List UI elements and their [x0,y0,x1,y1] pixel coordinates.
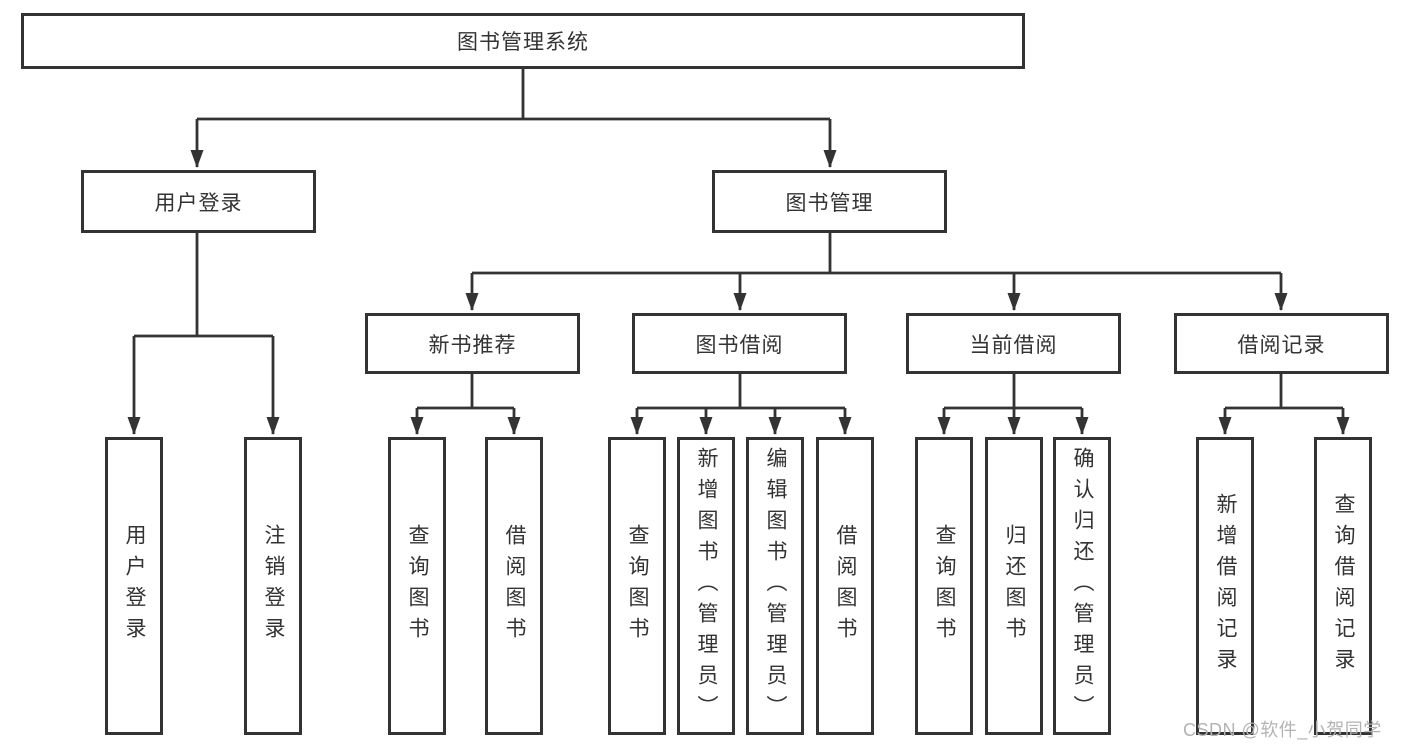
leaf-user-login: 用户登录 [105,437,163,735]
node-new-book-recommend: 新书推荐 [365,313,580,374]
csdn-watermark: CSDN @软件_小贺同学 [1183,720,1382,740]
leaf-logout-login: 注销登录 [244,437,302,735]
leaf-borrow-books-recommend-label: 借阅图书 [503,524,526,648]
leaf-query-books-borrow-label: 查询图书 [626,524,649,648]
leaf-query-books-current: 查询图书 [915,437,973,735]
node-borrow-records-label: 借阅记录 [1237,333,1326,357]
leaf-borrow-books-label: 借阅图书 [834,524,857,648]
node-new-book-recommend-label: 新书推荐 [428,333,517,357]
node-current-borrow-label: 当前借阅 [969,333,1058,357]
node-book-management: 图书管理 [712,170,947,233]
leaf-query-borrow-record: 查询借阅记录 [1314,437,1372,735]
leaf-user-login-label: 用户登录 [123,524,146,648]
leaf-borrow-books: 借阅图书 [816,437,874,735]
node-book-borrow: 图书借阅 [632,313,847,374]
leaf-add-borrow-record-label: 新增借阅记录 [1214,493,1237,679]
leaf-query-books-current-label: 查询图书 [933,524,956,648]
node-book-management-label: 图书管理 [785,191,874,215]
leaf-confirm-return-admin: 确认归还（管理员） [1053,437,1111,735]
node-borrow-records: 借阅记录 [1174,313,1389,374]
node-current-borrow: 当前借阅 [906,313,1121,374]
node-root: 图书管理系统 [21,13,1025,69]
leaf-edit-books-admin: 编辑图书（管理员） [746,437,804,735]
leaf-query-borrow-record-label: 查询借阅记录 [1332,493,1355,679]
leaf-return-books: 归还图书 [985,437,1043,735]
leaf-confirm-return-admin-label: 确认归还（管理员） [1071,446,1094,726]
leaf-query-books-borrow: 查询图书 [608,437,666,735]
leaf-add-borrow-record: 新增借阅记录 [1196,437,1254,735]
node-user-login: 用户登录 [81,170,316,233]
leaf-query-books-recommend-label: 查询图书 [406,524,429,648]
leaf-return-books-label: 归还图书 [1003,524,1026,648]
leaf-borrow-books-recommend: 借阅图书 [485,437,543,735]
leaf-add-books-admin: 新增图书（管理员） [677,437,735,735]
node-book-borrow-label: 图书借阅 [695,333,784,357]
node-root-label: 图书管理系统 [457,31,589,54]
leaf-logout-login-label: 注销登录 [262,524,285,648]
leaf-query-books-recommend: 查询图书 [388,437,446,735]
node-user-login-label: 用户登录 [154,191,243,215]
leaf-edit-books-admin-label: 编辑图书（管理员） [764,446,787,726]
leaf-add-books-admin-label: 新增图书（管理员） [695,446,718,726]
